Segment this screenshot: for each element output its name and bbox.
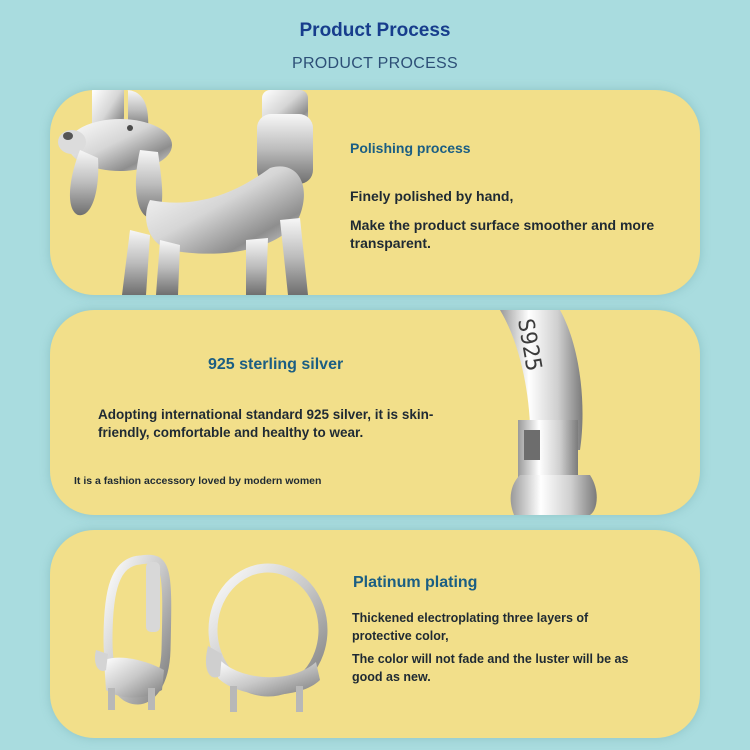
platinum-plating-heading: Platinum plating [353, 574, 478, 591]
polishing-text-2: Make the product surface smoother and mo… [350, 217, 655, 251]
platinum-plating-text-1: Thickened electroplating three layers of… [352, 611, 589, 643]
platinum-plating-card: Platinum plating Thickened electroplatin… [50, 530, 700, 738]
polishing-card: Polishing process Finely polished by han… [50, 90, 700, 295]
sterling-silver-text-1: Adopting international standard 925 silv… [98, 407, 434, 440]
header-subtitle: PRODUCT PROCESS [291, 55, 458, 72]
sterling-silver-heading: 925 sterling silver [208, 356, 344, 373]
header-title: Product Process [299, 20, 451, 41]
earring-hinge-closeup-image: S925 [500, 310, 597, 515]
sterling-silver-card: 925 sterling silver Adopting internation… [50, 310, 700, 515]
platinum-plating-text-2: The color will not fade and the luster w… [352, 652, 629, 684]
polishing-heading: Polishing process [350, 140, 471, 156]
sterling-silver-text-2: It is a fashion accessory loved by moder… [74, 475, 322, 487]
polishing-text-1: Finely polished by hand, [350, 188, 514, 204]
dog-earring-closeup-image [58, 90, 313, 295]
pair-of-dog-hoop-earrings-image [94, 554, 328, 712]
